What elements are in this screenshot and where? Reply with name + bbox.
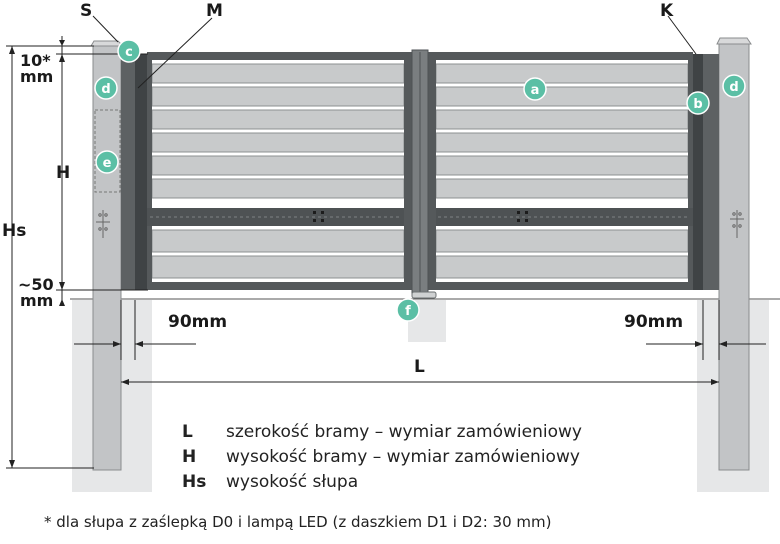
left-post-cap: [90, 40, 125, 47]
label-Hs: Hs: [2, 221, 26, 241]
right-post: [718, 43, 750, 471]
legend-key: H: [182, 447, 197, 467]
badge-e: e: [95, 150, 119, 174]
dim-90-right-arrow-b: [719, 341, 727, 347]
left-hinge-post: [121, 54, 135, 290]
left-leaf-slats: [151, 63, 405, 279]
dim-10-arrow-top: [59, 40, 65, 46]
legend-text: wysokość bramy – wymiar zamówieniowy: [226, 447, 580, 467]
svg-text:d: d: [101, 82, 110, 97]
right-leaf-outer-frame: [688, 52, 693, 290]
badge-d-left: d: [94, 76, 118, 100]
legend-row-H: H wysokość bramy – wymiar zamówieniowy: [182, 445, 582, 470]
badge-f: f: [396, 298, 420, 322]
label-dim-10: 10*: [20, 51, 51, 70]
badge-b: b: [686, 91, 710, 115]
svg-text:d: d: [729, 80, 738, 95]
dim-H-arrow-bottom: [59, 282, 65, 290]
leader-S: [92, 15, 119, 43]
dim-Hs-arrow-top: [9, 46, 15, 54]
brace-bolts-right: [517, 211, 528, 222]
legend-row-L: L szerokość bramy – wymiar zamówieniowy: [182, 420, 582, 445]
legend-key: L: [182, 422, 193, 442]
svg-text:f: f: [405, 304, 411, 319]
brace-bolts-left: [313, 211, 324, 222]
label-H: H: [56, 163, 70, 183]
legend-text: szerokość bramy – wymiar zamówieniowy: [226, 422, 582, 442]
left-leaf-outer-frame: [147, 52, 152, 290]
legend: L szerokość bramy – wymiar zamówieniowy …: [182, 420, 582, 495]
right-leaf-center-stile: [428, 56, 436, 290]
label-K: K: [660, 1, 674, 21]
svg-text:a: a: [531, 83, 540, 98]
ground-stop: [411, 291, 437, 299]
leader-M: [137, 17, 213, 89]
legend-key: Hs: [182, 472, 207, 492]
label-dim-mm-bottom: mm: [20, 291, 53, 310]
svg-text:c: c: [125, 45, 133, 60]
badge-c: c: [117, 39, 141, 63]
label-L: L: [414, 357, 425, 377]
dim-L-arrow-left: [121, 379, 129, 385]
left-post-dashed-area: [94, 109, 121, 193]
label-M: M: [206, 1, 223, 21]
dim-90-left-arrow-b: [135, 341, 143, 347]
dim-Hs-arrow-bottom: [9, 460, 15, 468]
right-post-cap: [716, 37, 752, 45]
legend-text: wysokość słupa: [226, 472, 359, 492]
dim-90-right-arrow-a: [695, 341, 703, 347]
svg-text:e: e: [103, 156, 112, 171]
label-gap-right: 90mm: [624, 312, 683, 332]
left-hinge-strip: [135, 54, 147, 290]
right-hinge-post: [703, 54, 719, 290]
dim-90-left-arrow-a: [113, 341, 121, 347]
dim-50-arrow-bottom: [59, 299, 65, 306]
label-S: S: [80, 1, 92, 21]
left-leaf-center-stile: [404, 56, 412, 290]
label-dim-mm-top: mm: [20, 67, 53, 86]
dim-L-arrow-right: [711, 379, 719, 385]
leader-K: [667, 15, 697, 55]
footnote: * dla słupa z zaślepką D0 i lampą LED (z…: [44, 513, 552, 531]
left-leaf-cross-brace: [147, 208, 404, 226]
right-post-fixing-icon: [730, 210, 744, 238]
right-leaf-slats: [435, 63, 689, 279]
badge-a: a: [523, 77, 547, 101]
label-dim-50: ~50: [18, 275, 54, 294]
left-post-fixing-icon: [96, 210, 110, 238]
svg-text:b: b: [693, 97, 702, 112]
badge-d-right: d: [722, 74, 746, 98]
legend-row-Hs: Hs wysokość słupa: [182, 470, 582, 495]
right-hinge-strip: [693, 54, 703, 290]
dim-H-arrow-top: [59, 54, 65, 62]
label-gap-left: 90mm: [168, 312, 227, 332]
